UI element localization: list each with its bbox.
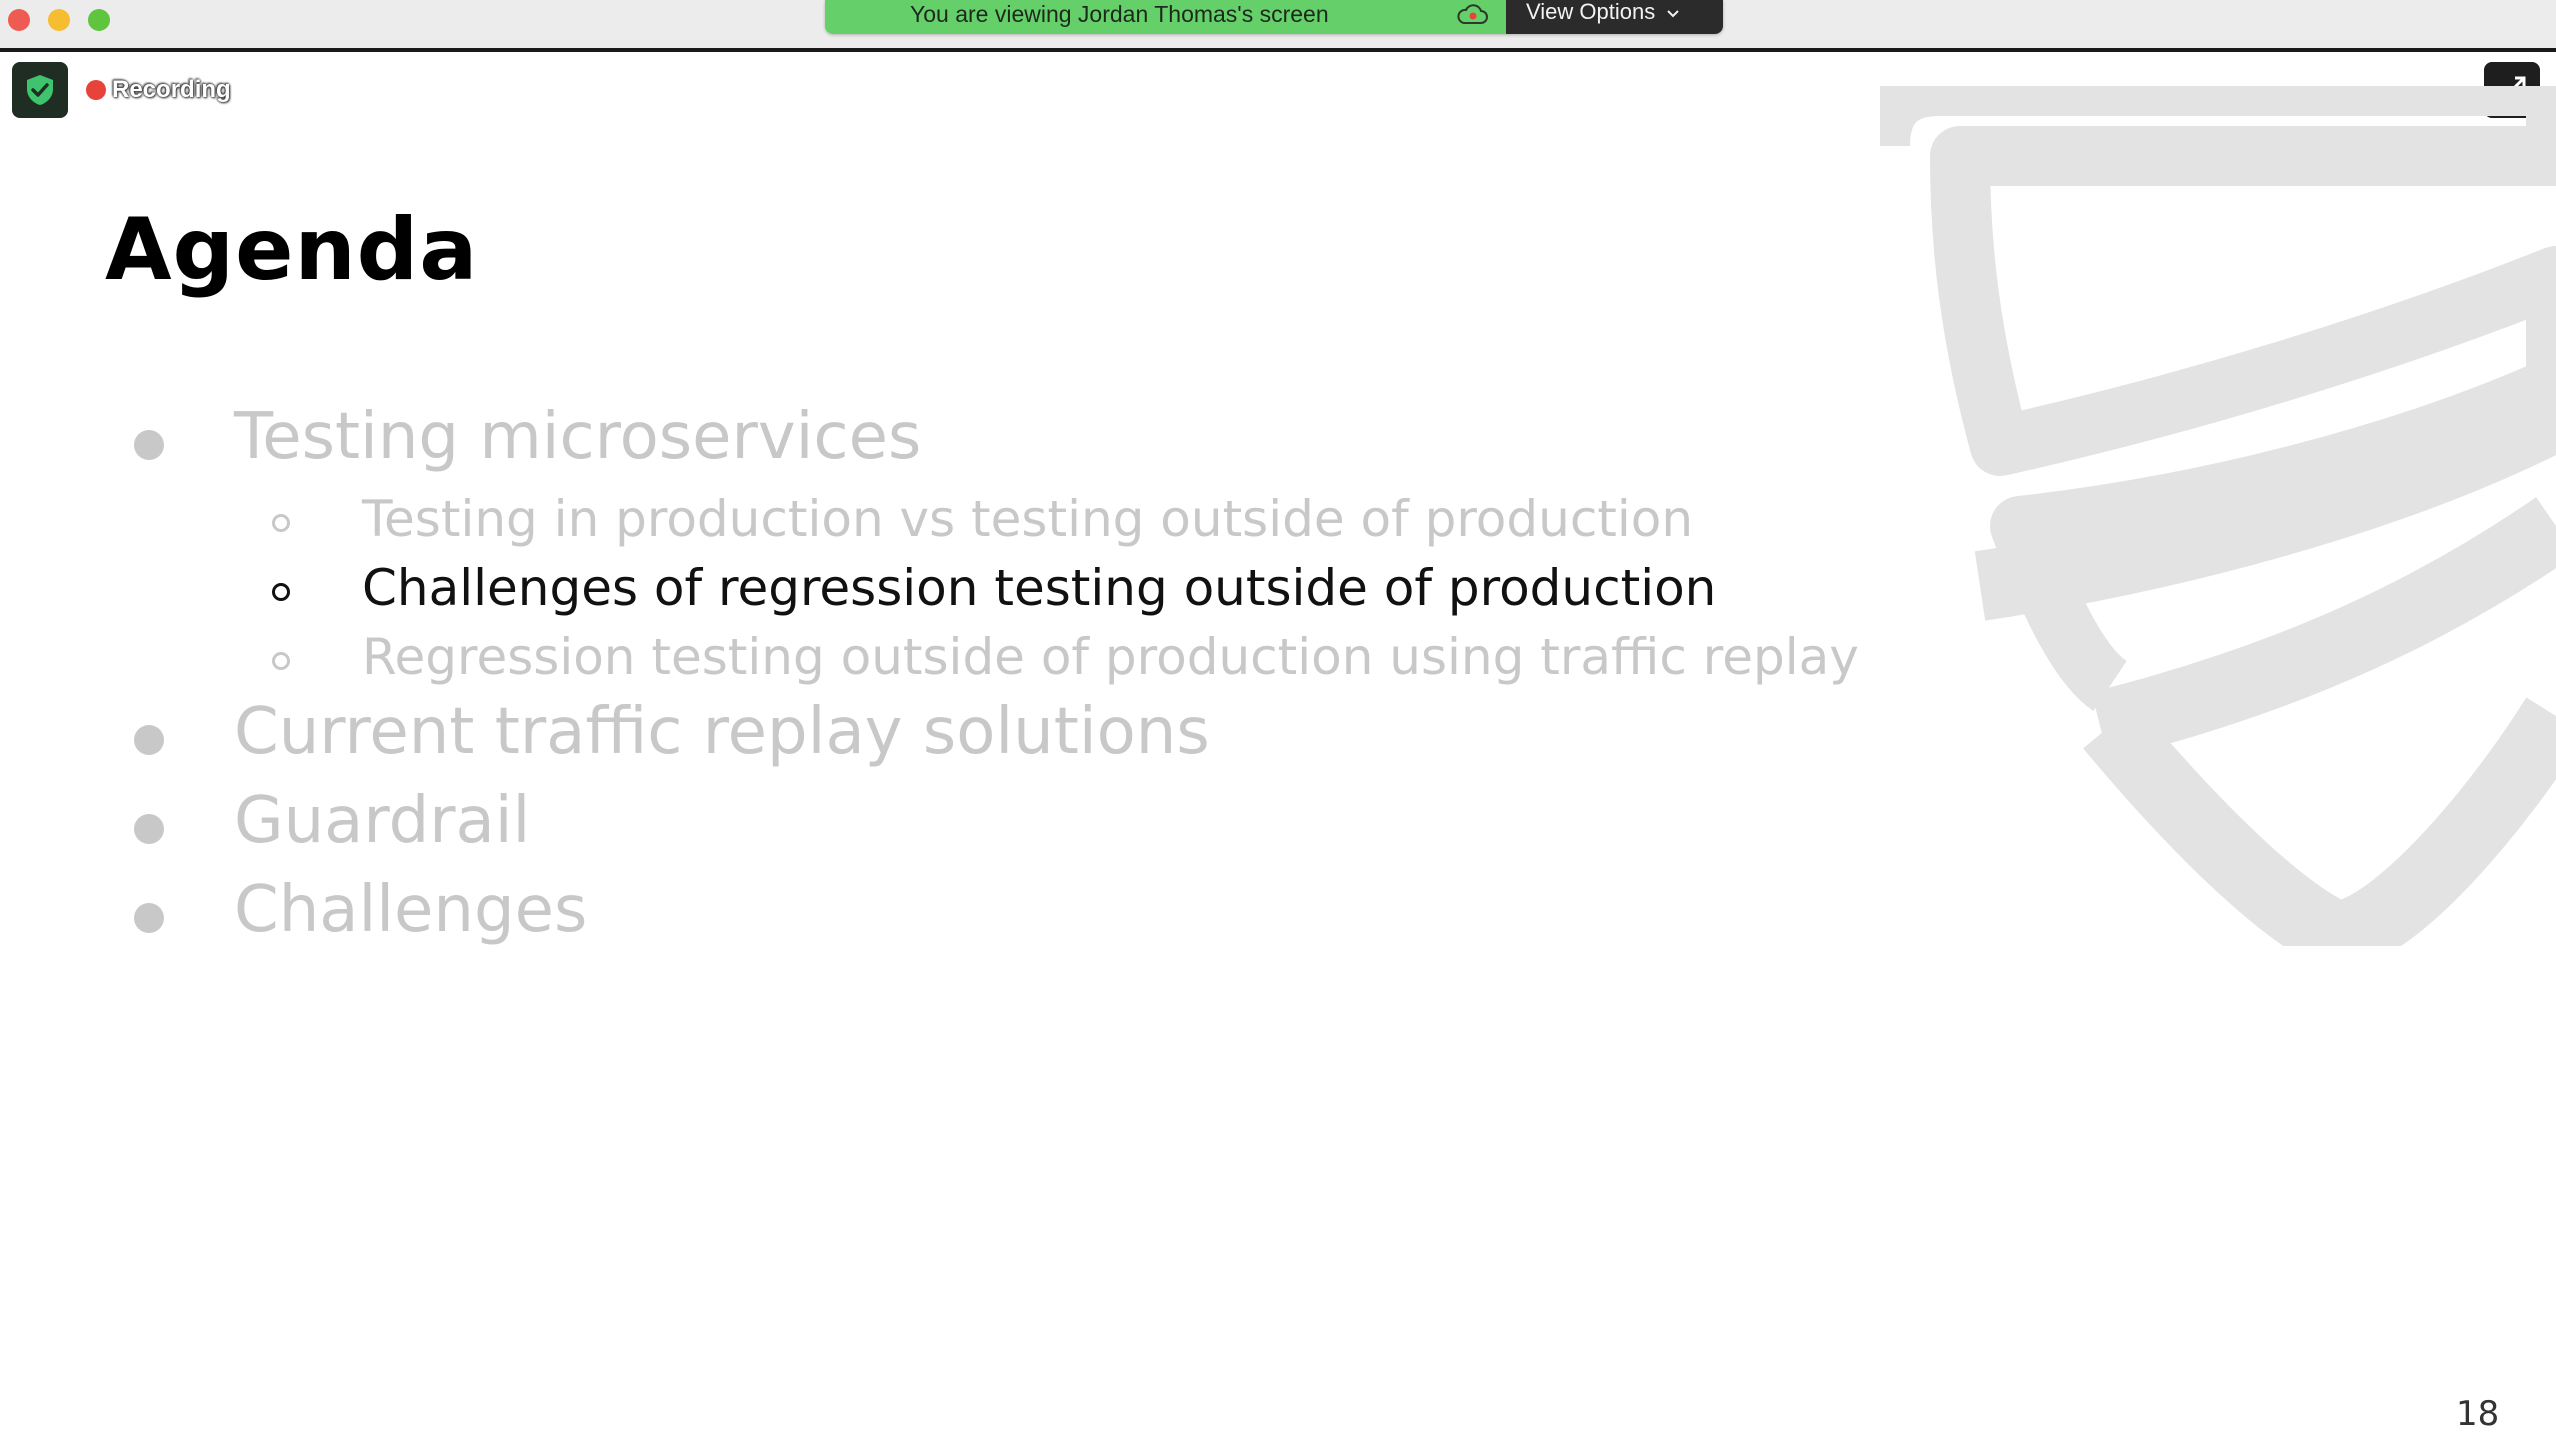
slide-page-number: 18: [2456, 1394, 2500, 1434]
shield-check-icon: [27, 75, 53, 105]
agenda-item: Guardrail: [234, 784, 531, 858]
minimize-window-button[interactable]: [48, 9, 70, 31]
agenda-item: Current traffic replay solutions: [234, 695, 1210, 769]
recording-indicator[interactable]: Recording: [86, 76, 231, 104]
agenda-subitem-active: Challenges of regression testing outside…: [362, 559, 1717, 617]
agenda-item: Challenges: [234, 873, 588, 947]
bullet-icon: [134, 903, 164, 933]
sub-bullet-icon: [272, 583, 290, 601]
shield-logo-watermark: [1880, 86, 2556, 946]
screen-share-banner: You are viewing Jordan Thomas's screen V…: [825, 0, 1723, 34]
close-window-button[interactable]: [8, 9, 30, 31]
chevron-down-icon: [1667, 10, 1679, 18]
agenda-subitem: Regression testing outside of production…: [362, 628, 1859, 686]
bullet-icon: [134, 725, 164, 755]
zoom-window-button[interactable]: [88, 9, 110, 31]
slide-title: Agenda: [105, 200, 479, 300]
sub-bullet-icon: [272, 514, 290, 532]
security-button[interactable]: [12, 62, 68, 118]
view-options-label: View Options: [1526, 0, 1656, 24]
agenda-subitem: Testing in production vs testing outside…: [362, 490, 1694, 548]
bullet-icon: [134, 430, 164, 460]
sub-bullet-icon: [272, 652, 290, 670]
cloud-record-icon: [1457, 4, 1488, 24]
viewing-indicator: You are viewing Jordan Thomas's screen: [825, 0, 1506, 34]
bullet-icon: [134, 814, 164, 844]
recording-dot-icon: [86, 80, 106, 100]
viewing-text: You are viewing Jordan Thomas's screen: [910, 1, 1329, 27]
view-options-button[interactable]: View Options: [1506, 0, 1723, 34]
agenda-item: Testing microservices: [234, 400, 922, 474]
recording-label: Recording: [112, 76, 231, 103]
